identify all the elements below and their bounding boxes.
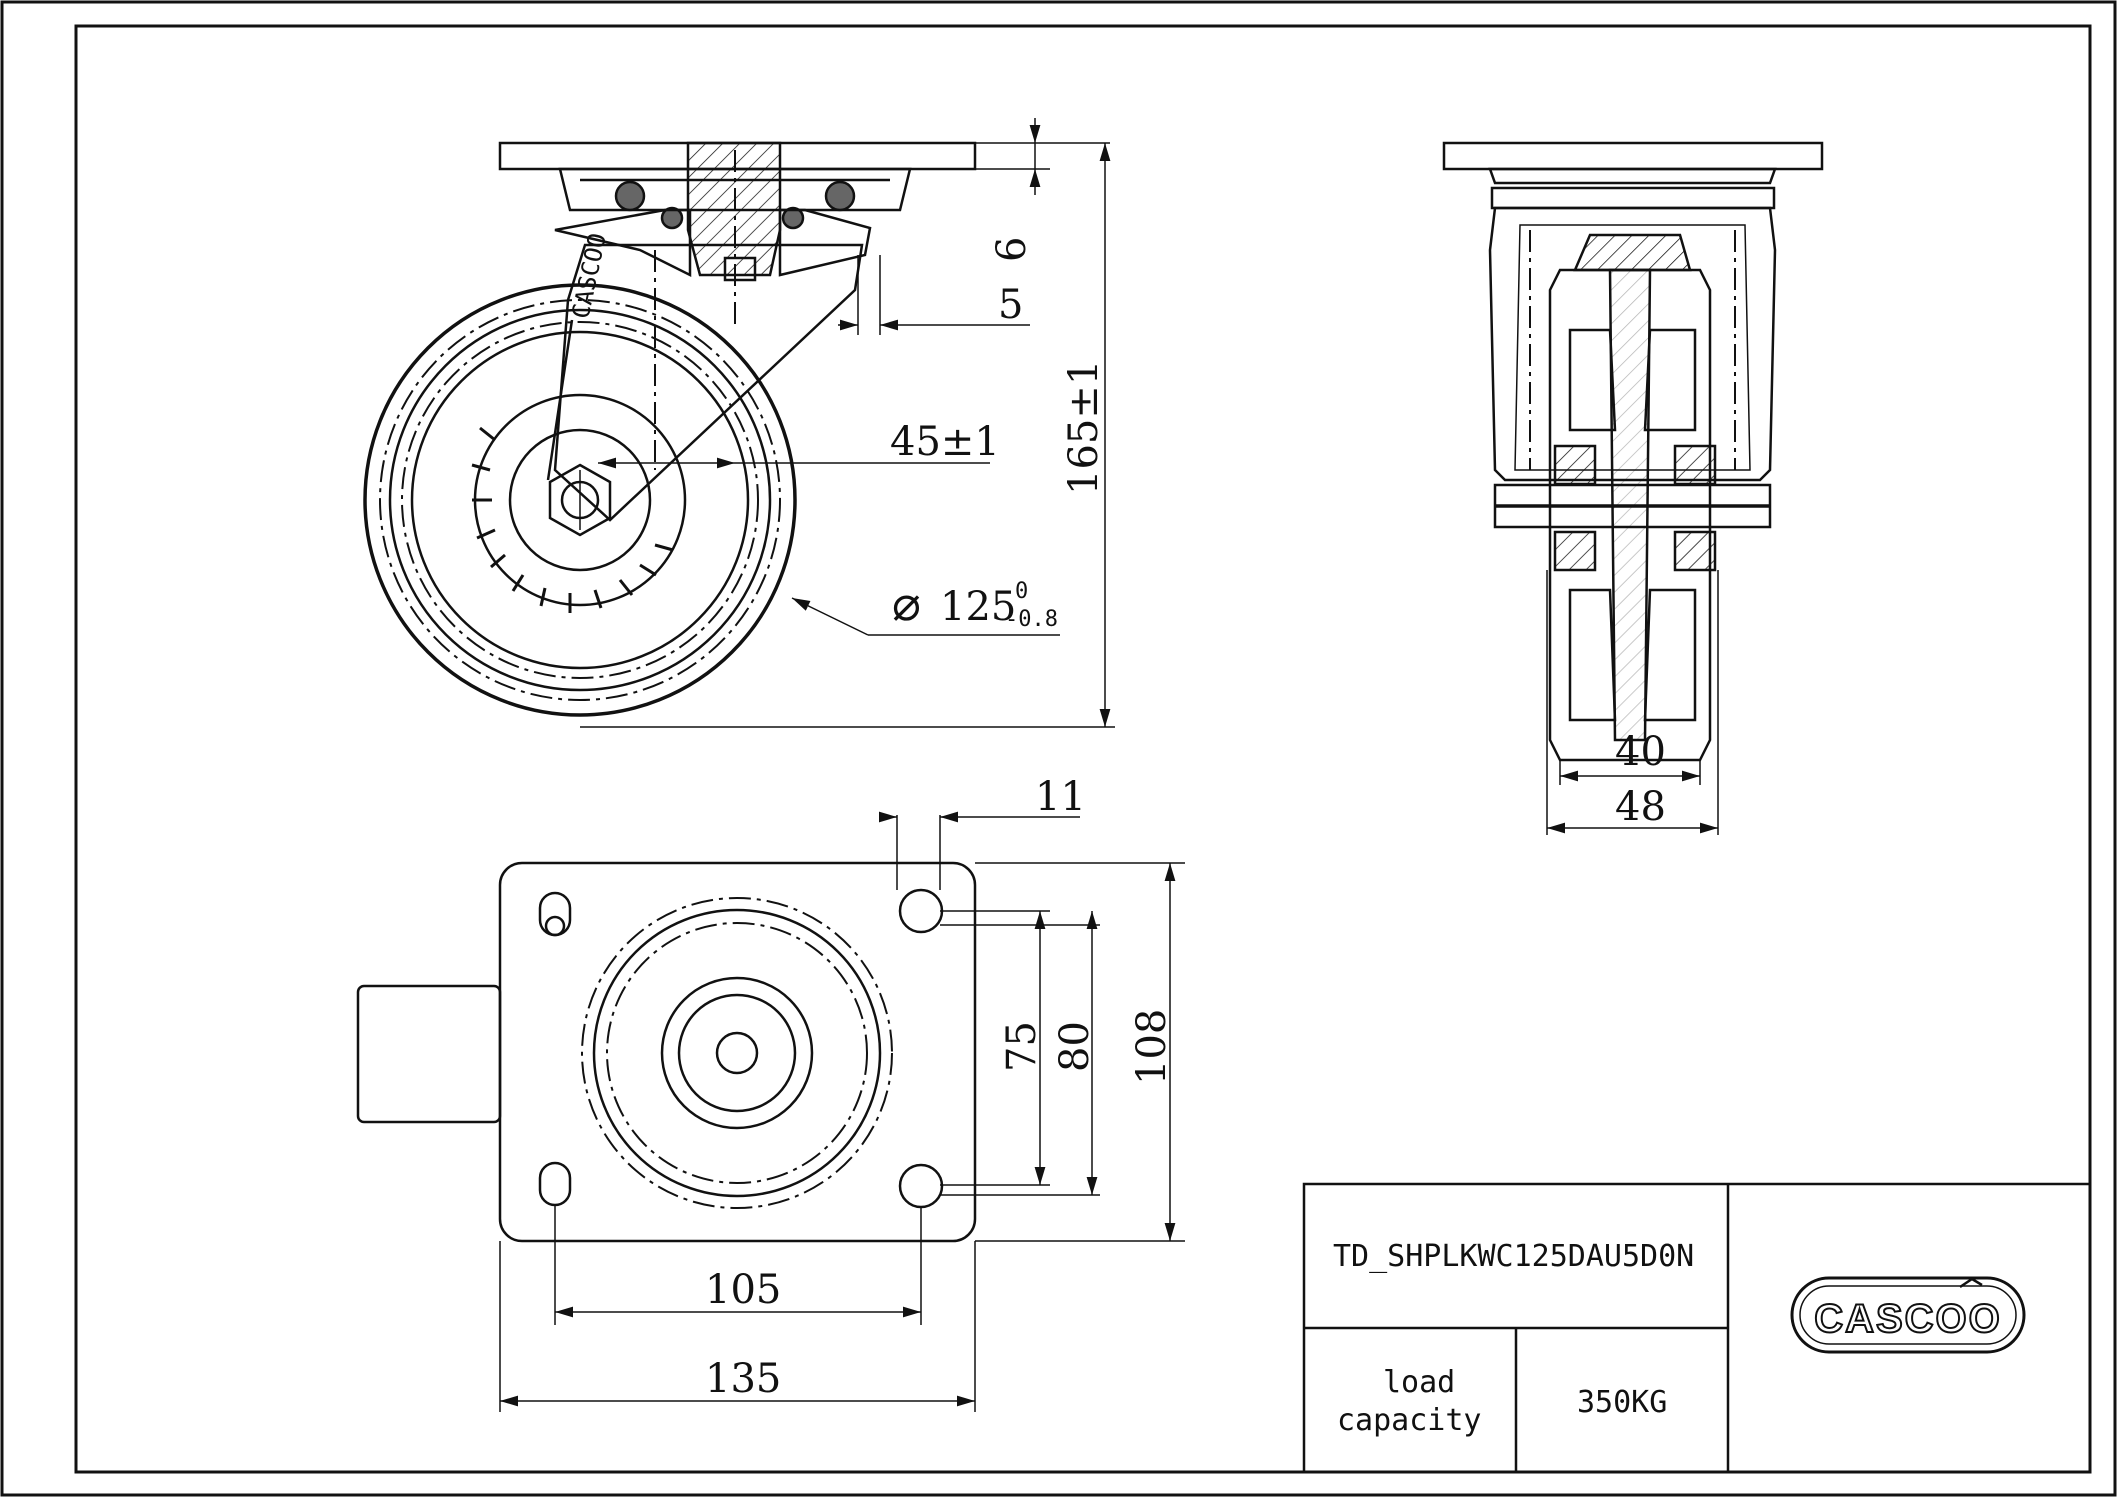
plate-view: 11 75 80 108 105 135 bbox=[356, 774, 1185, 1412]
dim-offset: 5 bbox=[998, 282, 1023, 328]
dim-swivel-offset: 45±1 bbox=[890, 419, 1000, 465]
dim-tread-width: 40 bbox=[1615, 729, 1666, 775]
title-block: TD_SHPLKWC125DAU5D0N load capacity 350KG… bbox=[1302, 1182, 2092, 1474]
dim-height: 165±1 bbox=[1061, 360, 1107, 495]
dim-hole-spacing-x: 105 bbox=[705, 1267, 781, 1313]
load-value: 350KG bbox=[1577, 1385, 1667, 1420]
dim-plate-width: 135 bbox=[705, 1356, 781, 1402]
dim-slot-spacing-y: 80 bbox=[1052, 1021, 1098, 1072]
dim-top-thickness: 6 bbox=[989, 237, 1035, 262]
logo-text: CASCOO bbox=[1814, 1297, 2002, 1341]
fork-marking: CASCOO bbox=[566, 231, 611, 322]
dim-hole-spacing-y: 75 bbox=[999, 1021, 1045, 1072]
dim-wheel-diameter-symbol: ⌀ bbox=[892, 576, 921, 632]
front-view: 40 48 bbox=[1442, 141, 1824, 835]
dim-wheel-diameter: 125 bbox=[940, 584, 1016, 630]
cascoo-logo: CASCOO bbox=[1790, 1276, 2026, 1354]
drawing-frame bbox=[74, 24, 2092, 1474]
dim-wheel-tol-lower: -0.8 bbox=[1005, 607, 1058, 632]
dim-hole-slot: 11 bbox=[1035, 774, 1086, 820]
dim-plate-height: 108 bbox=[1129, 1009, 1175, 1085]
hub-spokes bbox=[471, 426, 674, 613]
load-label-line2: capacity bbox=[1337, 1403, 1482, 1438]
load-label-line1: load bbox=[1383, 1365, 1455, 1400]
side-view: CASCOO 6 5 45±1 165±1 ⌀ 125 0 -0.8 bbox=[363, 118, 1115, 728]
dim-overall-width: 48 bbox=[1615, 784, 1666, 830]
part-number: TD_SHPLKWC125DAU5D0N bbox=[1333, 1239, 1694, 1274]
dim-wheel-tol-upper: 0 bbox=[1015, 579, 1028, 604]
